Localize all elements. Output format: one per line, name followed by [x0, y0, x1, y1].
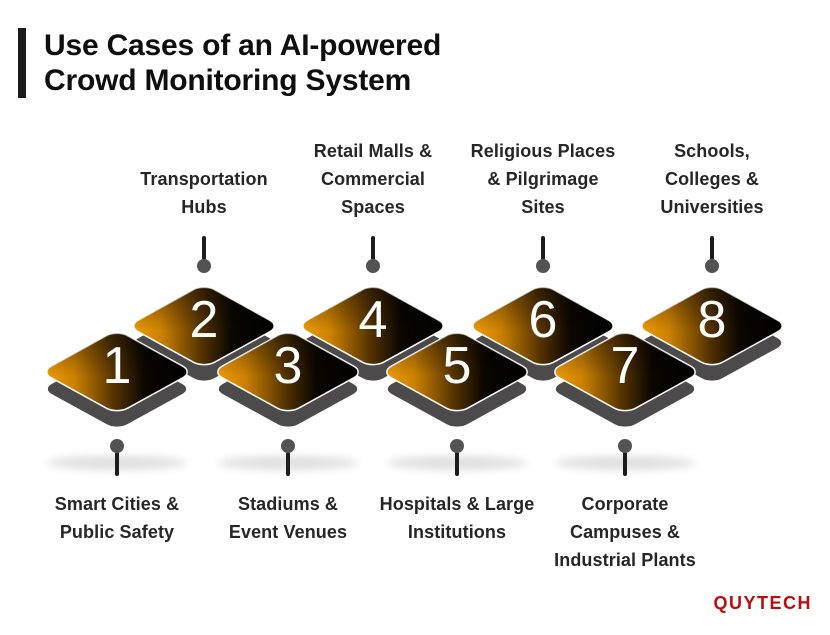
diamond-number: 1 — [103, 337, 132, 395]
pin-line — [541, 236, 545, 260]
diamond-number: 2 — [190, 291, 219, 349]
diamond-tile: 7 — [540, 324, 710, 450]
pin-dot-icon — [536, 259, 550, 273]
pin-dot-icon — [705, 259, 719, 273]
diamond-tile: 1 — [32, 324, 202, 450]
pin-dot-icon — [197, 259, 211, 273]
use-case-label-line: Sites — [521, 197, 565, 217]
pin-line — [286, 452, 290, 476]
diamond-number: 4 — [359, 291, 388, 349]
use-case-label-line: Smart Cities & — [54, 494, 180, 514]
use-case-label-line: Public Safety — [59, 522, 175, 542]
use-case-label-line: Campuses & — [569, 522, 681, 542]
pin-line — [623, 452, 627, 476]
use-case-label-line: Universities — [660, 197, 764, 217]
use-case-label-line: Commercial — [320, 169, 426, 189]
diamond-number: 6 — [529, 291, 558, 349]
use-case-label-line: Spaces — [341, 197, 405, 217]
pin-dot-icon — [366, 259, 380, 273]
use-case-label-line: Retail Malls & — [313, 141, 433, 161]
diamond-number: 5 — [443, 337, 472, 395]
pin-dot-icon — [281, 439, 295, 453]
title-accent-bar — [18, 28, 26, 98]
pin-dot-icon — [618, 439, 632, 453]
use-case-label-line: Hubs — [181, 197, 227, 217]
pin-line — [455, 452, 459, 476]
pin-line — [115, 452, 119, 476]
use-case-label-line: Colleges & — [664, 169, 760, 189]
use-case-label-line: Event Venues — [228, 522, 348, 542]
page-title-line-1: Use Cases of an AI-powered — [44, 29, 442, 62]
use-case-label-line: & Pilgrimage — [487, 169, 599, 189]
page-title-line-2: Crowd Monitoring System — [44, 64, 412, 97]
use-case-label-line: Stadiums & — [237, 494, 339, 514]
use-case-label-line: Schools, — [674, 141, 750, 161]
use-case-label-line: Transportation — [140, 169, 268, 189]
diamond-number: 8 — [698, 291, 727, 349]
diamond-number: 3 — [274, 337, 303, 395]
use-case-label: Stadiums & Event Venues — [183, 490, 393, 546]
use-case-label-line: Industrial Plants — [554, 550, 696, 570]
use-case-label-line: Institutions — [407, 522, 507, 542]
brand-logo: QUYTECH — [713, 593, 812, 613]
pin-line — [202, 236, 206, 260]
use-case-label-line: Hospitals & Large — [379, 494, 535, 514]
use-case-label-line: Corporate — [581, 494, 669, 514]
diamond-tile: 3 — [203, 324, 373, 450]
pin-line — [710, 236, 714, 260]
diamond-tile: 5 — [372, 324, 542, 450]
pin-dot-icon — [450, 439, 464, 453]
pin-dot-icon — [110, 439, 124, 453]
diamond-number: 7 — [611, 337, 640, 395]
pin-line — [371, 236, 375, 260]
use-case-label: Schools, Colleges & Universities — [607, 137, 817, 221]
use-case-label-line: Religious Places — [470, 141, 616, 161]
use-case-label: Smart Cities & Public Safety — [12, 490, 222, 546]
